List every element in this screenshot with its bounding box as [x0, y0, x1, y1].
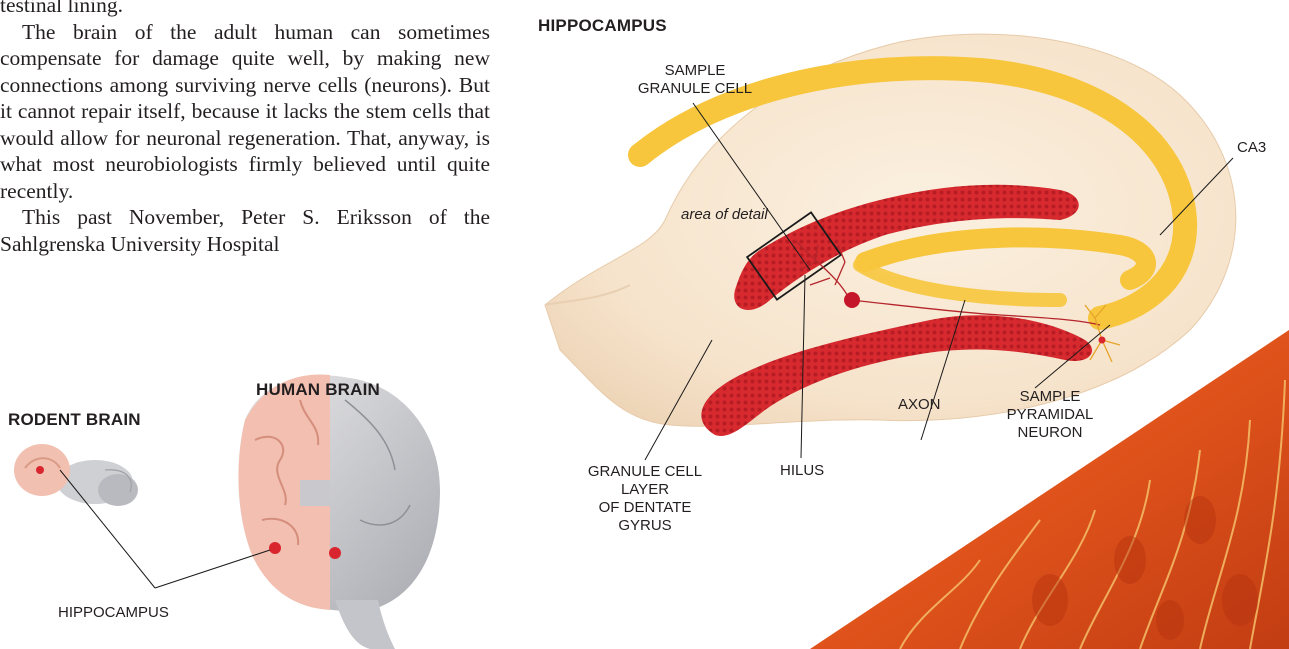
label-axon: AXON [898, 396, 941, 414]
label-ca3: CA3 [1237, 139, 1266, 157]
label-sample-pyramidal-neuron: SAMPLE PYRAMIDAL NEURON [985, 388, 1115, 442]
label-line: GRANULE CELL LAYER [575, 463, 715, 499]
label-line: GRANULE CELL [630, 80, 760, 98]
rodent-brain-header: RODENT BRAIN [8, 410, 141, 430]
human-brain-illustration [238, 375, 440, 649]
label-line: PYRAMIDAL [985, 406, 1115, 424]
human-brain-header: HUMAN BRAIN [256, 380, 380, 400]
label-line: SAMPLE [630, 62, 760, 80]
label-sample-granule-cell: SAMPLE GRANULE CELL [630, 62, 760, 98]
hippocampus-header: HIPPOCAMPUS [538, 16, 667, 36]
label-area-of-detail: area of detail [681, 206, 768, 224]
rodent-brain-illustration [14, 444, 138, 506]
label-granule-cell-layer: GRANULE CELL LAYER OF DENTATE GYRUS [575, 463, 715, 535]
label-hippocampus-small: HIPPOCAMPUS [58, 604, 169, 622]
label-line: NEURON [985, 424, 1115, 442]
granule-cell-body [844, 292, 860, 308]
label-line: SAMPLE [985, 388, 1115, 406]
label-line: OF DENTATE GYRUS [575, 499, 715, 535]
label-hilus: HILUS [780, 462, 824, 480]
leader-line [155, 550, 270, 588]
